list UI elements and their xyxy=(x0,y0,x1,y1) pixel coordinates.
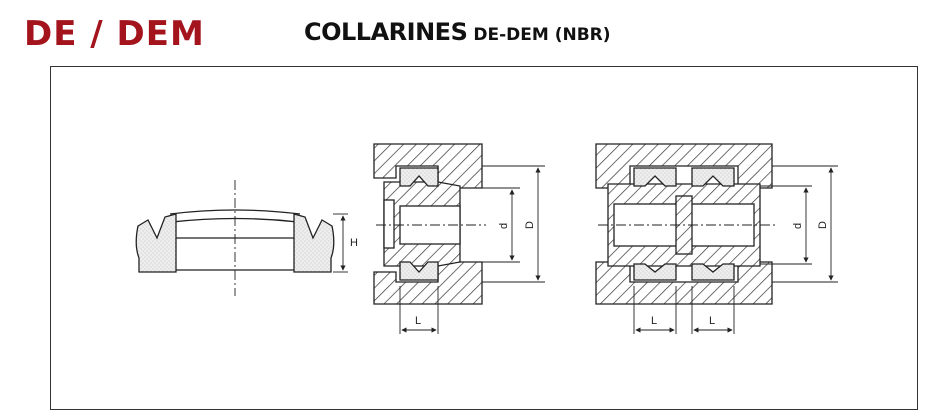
single-seal-bottom xyxy=(399,261,439,281)
double-seal-bottom-right xyxy=(691,263,735,281)
page-title-sub: DE-DEM (NBR) xyxy=(473,25,611,45)
drawing-frame xyxy=(50,66,918,410)
single-piston-end xyxy=(383,199,395,249)
double-seal-top-right xyxy=(691,167,735,187)
single-d-label: d xyxy=(498,223,510,229)
product-code-title: DE / DEM xyxy=(24,14,205,54)
single-housing-top xyxy=(373,143,483,189)
double-seal-top-left xyxy=(633,167,677,187)
double-housing-bottom xyxy=(595,261,773,305)
double-seal-housing xyxy=(595,143,773,305)
seal-profile-view xyxy=(135,180,348,296)
single-seal-housing xyxy=(373,143,483,305)
single-housing-bottom xyxy=(373,261,483,305)
seal-lip-left xyxy=(135,213,177,273)
double-seal-bottom-left xyxy=(633,263,677,281)
single-D-label: D xyxy=(524,221,536,229)
double-D-label: D xyxy=(817,221,829,229)
seal-ring-top-edge xyxy=(169,209,301,215)
seal-height-label: H xyxy=(350,237,358,249)
seal-ring-top-edge-inner xyxy=(171,217,299,223)
double-l1-label: L xyxy=(651,315,657,327)
double-l2-label: L xyxy=(709,315,715,327)
seal-lip-right xyxy=(293,213,335,273)
single-l-label: L xyxy=(415,315,421,327)
page-title-main: COLLARINES xyxy=(304,18,468,46)
single-seal-top xyxy=(399,167,439,187)
double-d-label: d xyxy=(792,223,804,229)
double-housing-top xyxy=(595,143,773,189)
